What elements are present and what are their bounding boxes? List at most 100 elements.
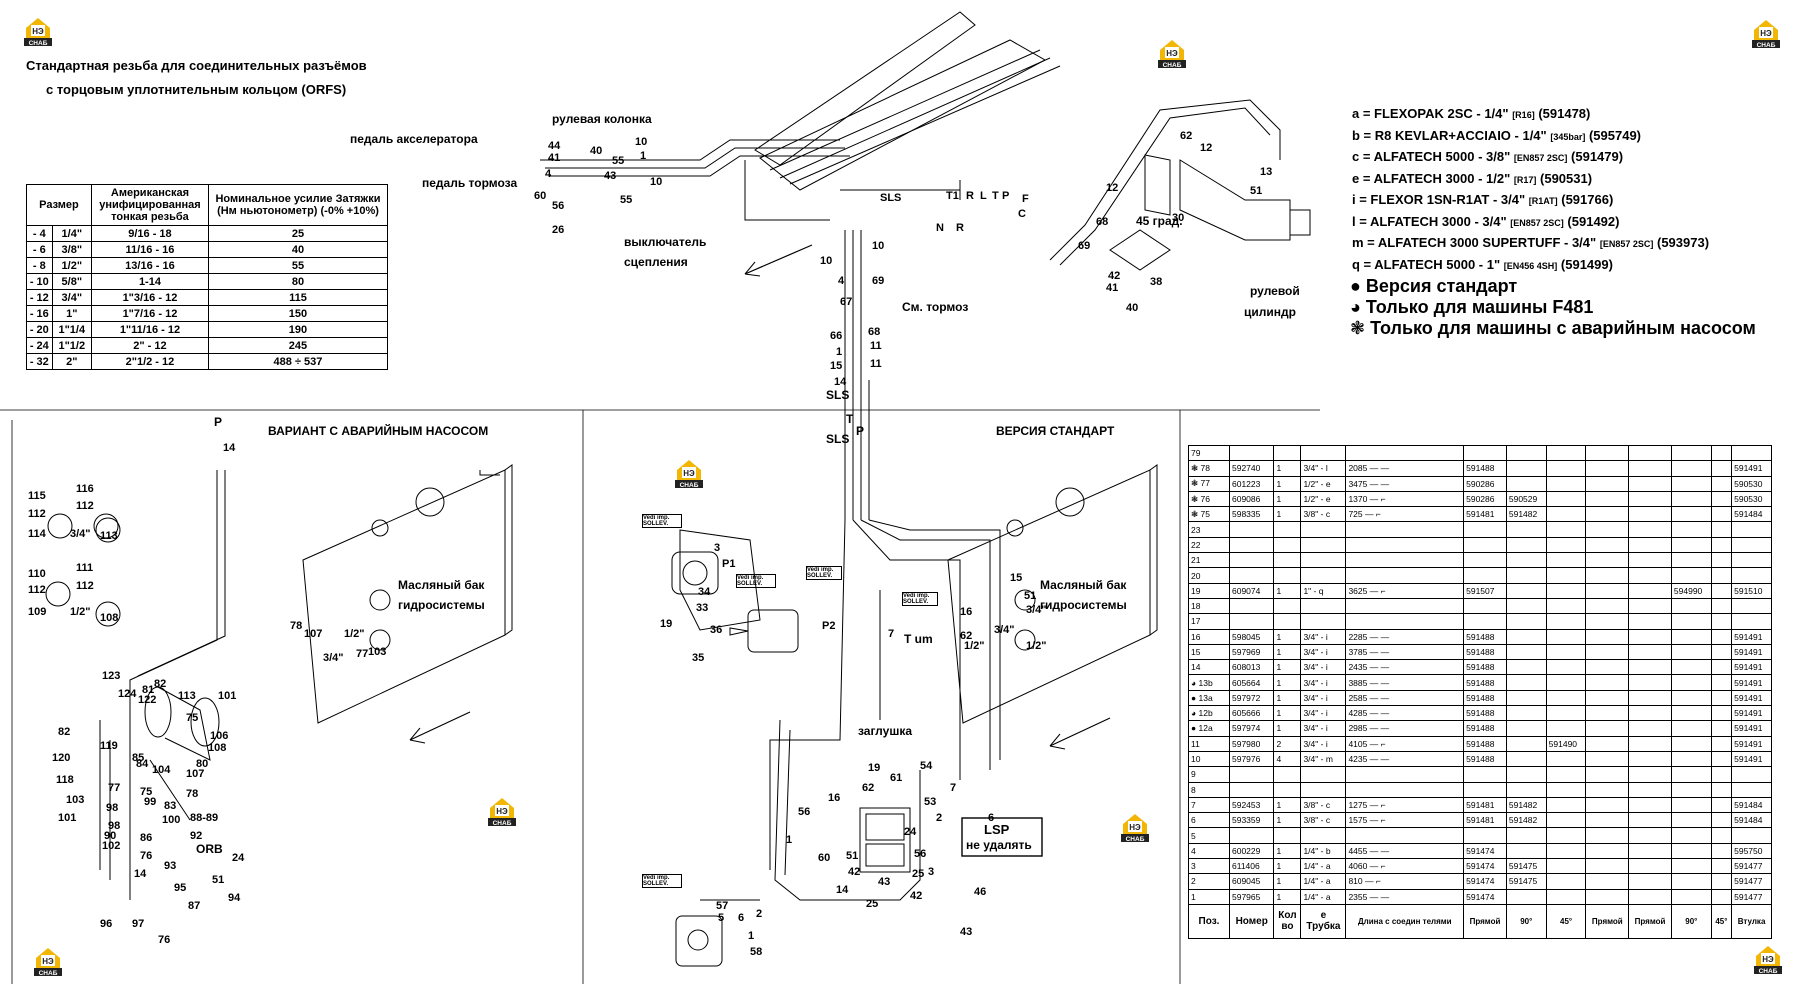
label-vedi-1: Vedi imp. SOLLEV. [642,514,682,528]
parts-cell-c6: 594990 [1670,582,1712,599]
parts-cell-c4 [1585,460,1630,477]
thread-cell: 115 [207,289,389,306]
parts-cell-c4 [1585,521,1630,538]
parts-cell-num [1228,536,1275,554]
svg-text:СНАБ: СНАБ [1126,836,1145,843]
label-steering-cyl-1: рулевой [1250,284,1300,298]
part-callout: 35 [692,652,705,664]
parts-cell-c6 [1670,873,1712,890]
parts-cell-qty: 1 [1273,796,1302,814]
hose-legend-item: l = ALFATECH 3000 - 3/4" [EN857 2SC] (59… [1352,212,1709,234]
parts-cell-tube [1300,597,1347,615]
part-callout: 15 [830,360,843,372]
table-row: 79 [1188,444,1772,462]
parts-cell-qty [1273,444,1302,462]
thread-cell: 1-14 [90,273,209,290]
thread-cell: 1" [51,305,92,322]
parts-cell-c6 [1670,506,1712,523]
svg-text:HЭ: HЭ [1129,823,1141,832]
cable-chain [754,11,1061,191]
parts-cell-c1: 591488 [1463,689,1507,707]
part-callout: 92 [190,830,203,842]
parts-cell-num [1228,567,1275,584]
label-oil-tank-left-2: гидросистемы [398,598,485,612]
table-row: 5 [1188,827,1772,844]
parts-cell-c8: 590530 [1731,475,1772,492]
hose-spec: [R1AT] [1528,196,1558,206]
parts-cell-tube: 3/8" - c [1300,796,1347,814]
parts-cell-c5 [1628,597,1672,615]
pump-p1 [671,551,719,595]
part-callout: 57 [716,900,729,912]
parts-cell-c3 [1545,858,1587,875]
part-callout: 56 [552,200,565,212]
part-callout: 75 [140,786,153,798]
parts-cell-len: 4060 — ⌐ [1345,858,1465,875]
parts-cell-c6 [1670,750,1712,768]
parts-cell-c2 [1505,720,1547,737]
parts-cell-c3 [1545,444,1587,462]
parts-cell-c7 [1710,460,1733,477]
part-callout: 24 [904,826,917,838]
part-callout: 78 [186,788,199,800]
parts-cell-c6 [1670,460,1712,477]
label-vedi-5: Vedi imp. SOLLEV. [642,874,682,888]
parts-cell-len: 2355 — — [1345,888,1465,905]
parts-cell-c3 [1545,613,1587,630]
part-callout: 1/2" [344,628,365,640]
parts-cell-len [1345,613,1465,630]
brand-logo: HЭ СНАБ [1117,810,1153,844]
parts-cell-c3 [1545,812,1587,829]
part-callout: 5 [718,912,725,924]
svg-text:СНАБ: СНАБ [493,820,512,827]
pump-p2 [729,609,799,653]
parts-cell-c3 [1545,750,1587,768]
parts-cell-pos: ◕ 13b [1188,674,1230,691]
part-callout: 104 [152,764,171,776]
parts-cell-num: 597965 [1228,888,1275,905]
part-callout: 42 [1108,270,1121,282]
hose-code: (595749) [1588,127,1642,143]
parts-cell-c5 [1628,735,1672,752]
part-callout: 69 [872,275,885,287]
parts-cell-qty: 1 [1273,705,1302,722]
hose-code: (591478) [1538,106,1591,121]
fitting-113 [47,513,119,539]
parts-cell-c2 [1505,552,1547,569]
parts-cell-c3 [1545,720,1587,737]
part-callout: F [1022,193,1029,205]
parts-cell-num [1228,521,1275,538]
table-row: 21 [1188,552,1772,569]
part-callout: 116 [76,483,94,495]
parts-cell-qty [1273,552,1302,569]
parts-cell-c8: 591491 [1731,720,1772,737]
col-size: Размер [26,184,92,226]
table-row: 9 [1188,766,1772,783]
part-callout: 1/2" [964,640,985,652]
part-callout: 40 [1126,302,1139,314]
parts-cell-tube: 1/4" - b [1300,842,1347,860]
part-callout: 95 [174,882,187,894]
thread-cell: - 4 [26,225,53,242]
parts-cell-c2 [1505,750,1547,768]
label-clutch-switch-1: выключатель [624,235,707,249]
parts-cell-c5 [1628,705,1672,722]
part-callout: 19 [660,618,673,630]
parts-cell-c1: 590286 [1463,475,1507,492]
part-callout: 112 [76,580,94,592]
parts-cell-len: 1275 — ⌐ [1345,796,1465,814]
parts-cell-c5 [1628,888,1672,905]
parts-cell-c2 [1505,521,1547,538]
parts-cell-c7 [1710,475,1733,492]
part-callout: 75 [186,712,199,724]
parts-cell-pos: ● 12a [1188,720,1230,737]
thread-cell: 245 [207,337,389,354]
part-callout: 101 [218,690,237,702]
